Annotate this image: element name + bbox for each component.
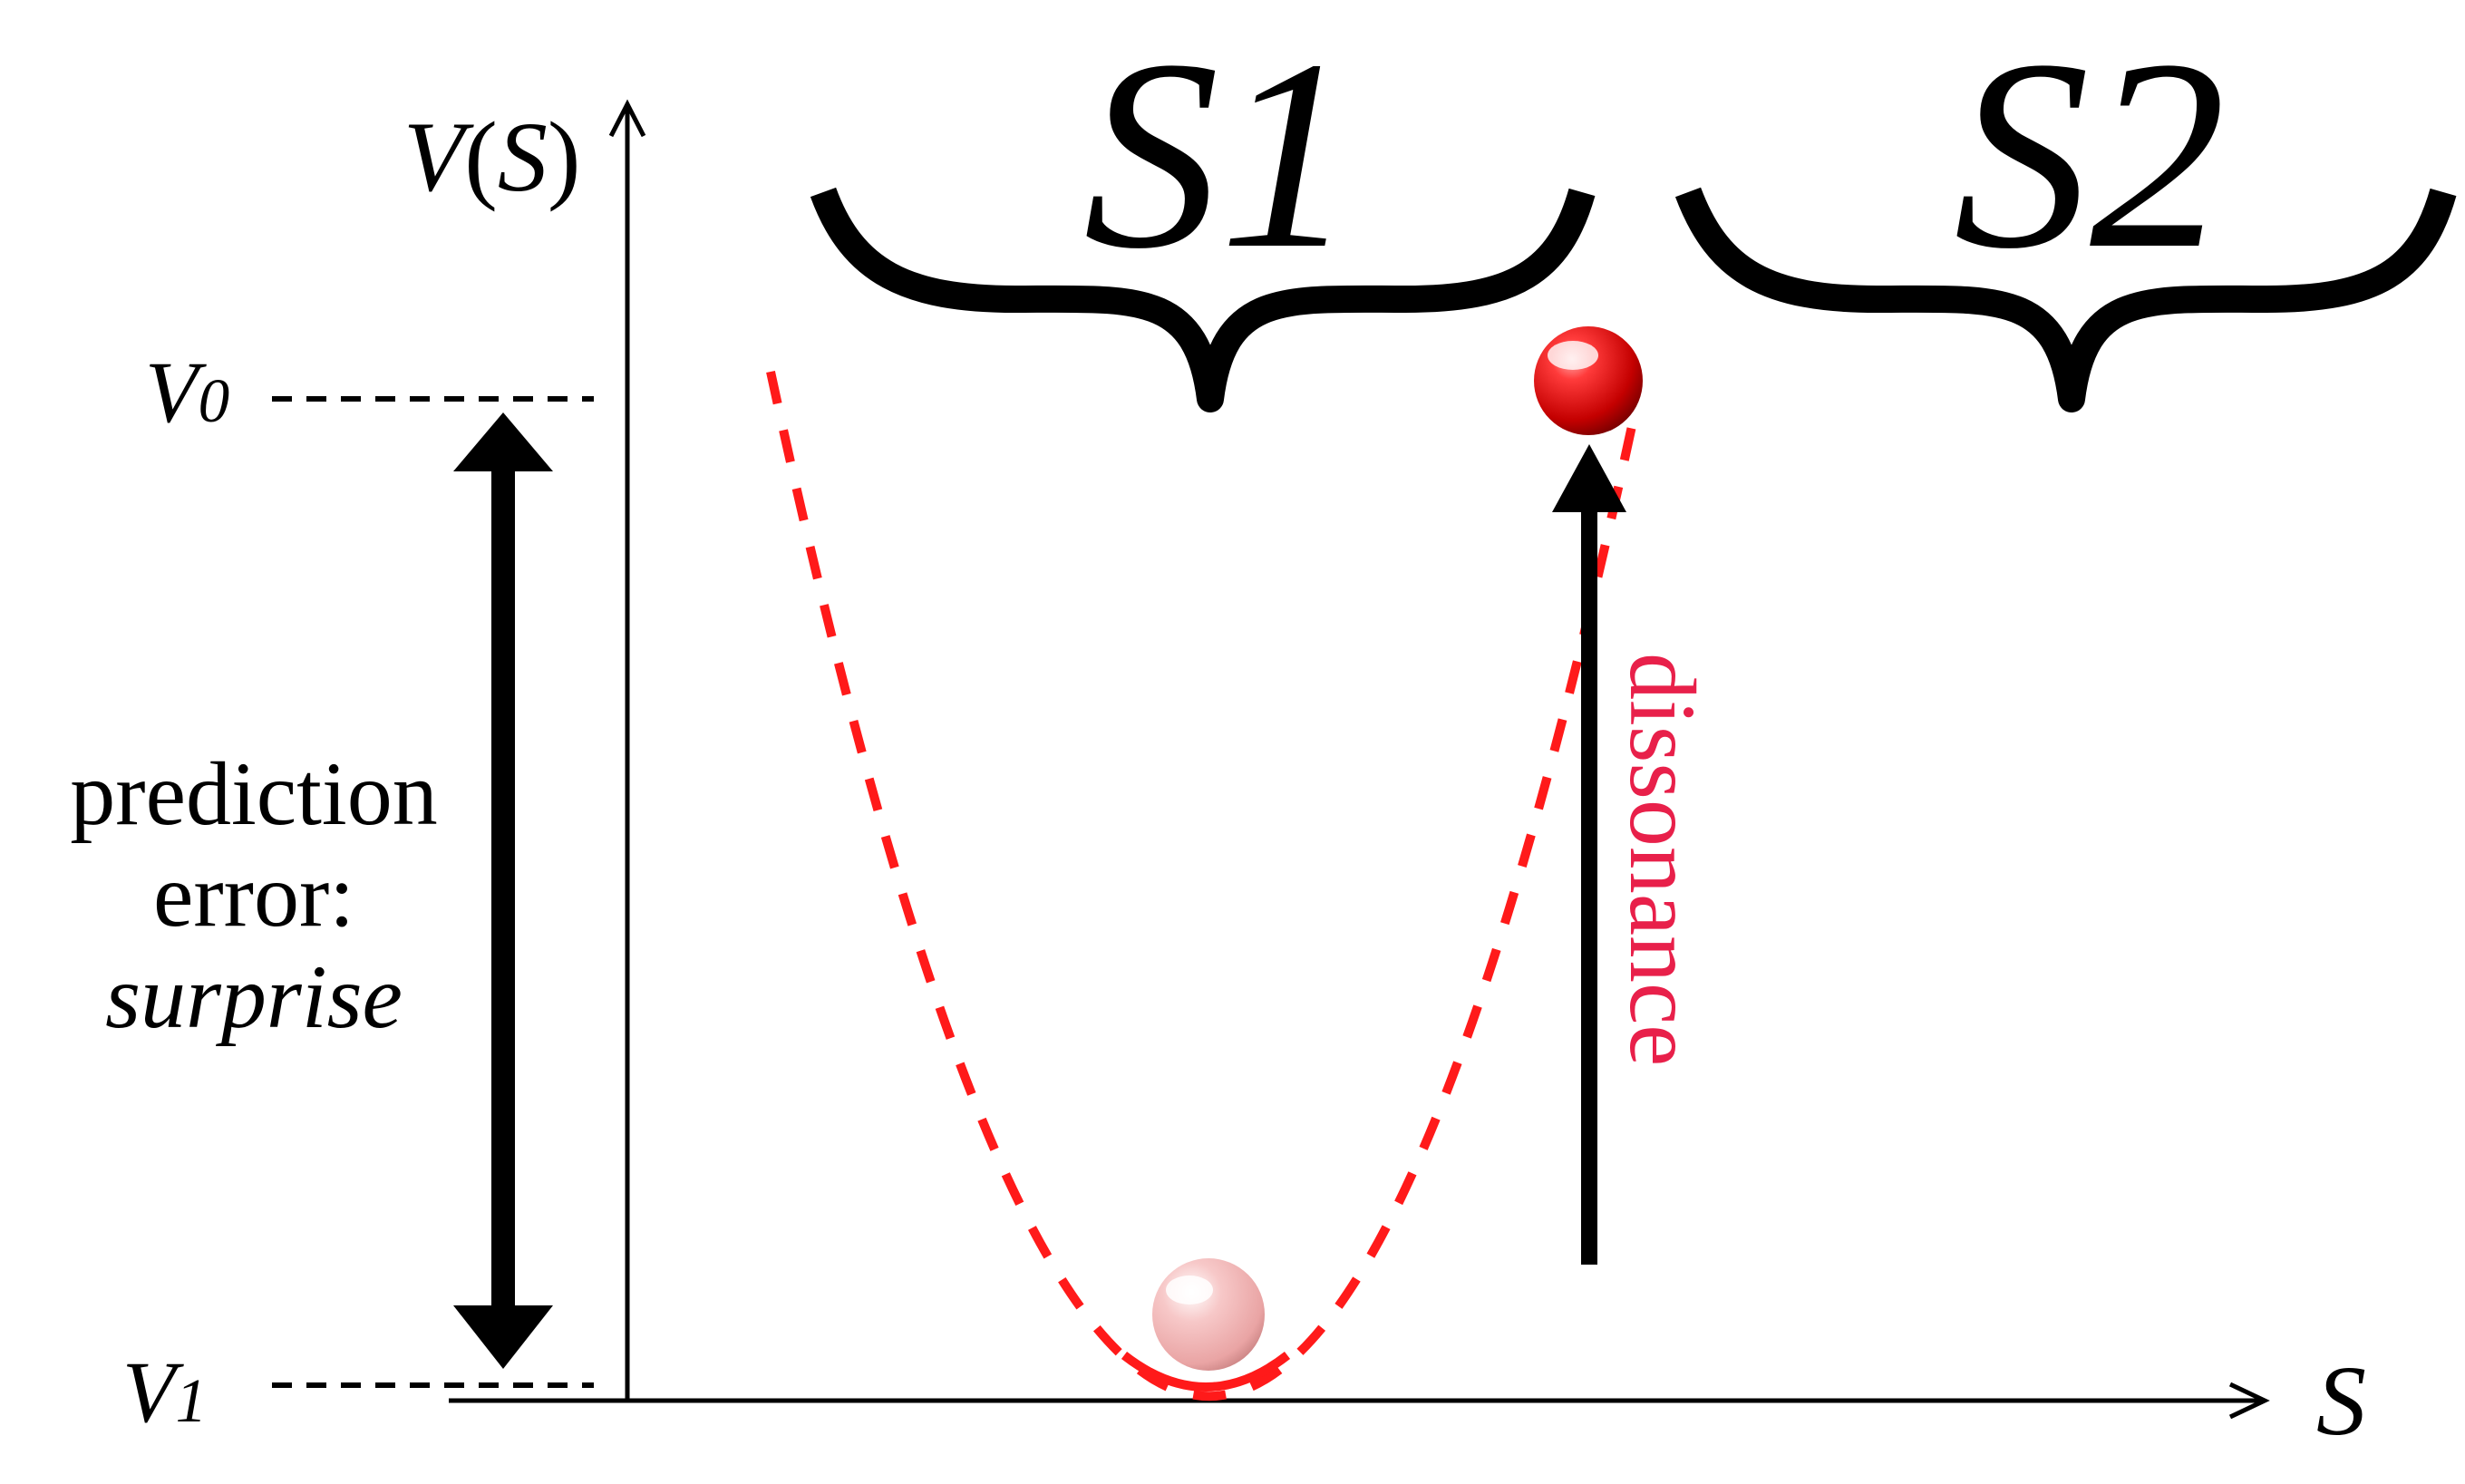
state-s2-label: S2 — [1954, 4, 2226, 305]
dissonance-arrowhead — [1552, 444, 1626, 512]
ball-high — [1534, 326, 1643, 435]
prediction-error-line3: surprise — [105, 946, 403, 1047]
ball-high-highlight — [1548, 341, 1598, 370]
y-axis-arrowhead — [608, 99, 646, 138]
v1-label: V1 — [122, 1343, 208, 1440]
ball-low-highlight — [1166, 1275, 1213, 1305]
state-s1-label: S1 — [1083, 4, 1355, 305]
prediction-error-line2: error: — [152, 845, 355, 946]
well-bottom-solid — [1121, 1352, 1291, 1392]
x-axis-arrowhead — [2228, 1382, 2270, 1420]
v0-label: V0 — [145, 344, 230, 441]
dissonance-label: dissonance — [1610, 653, 1714, 1067]
s1-brace — [810, 187, 1596, 412]
prediction-error-line1: prediction — [70, 743, 438, 844]
s2-brace — [1674, 187, 2457, 412]
x-axis-label: S — [2316, 1345, 2366, 1456]
ball-low — [1152, 1258, 1265, 1371]
potential-well-curve — [766, 370, 1636, 1401]
prediction-error-arrowhead-top — [453, 412, 553, 471]
y-axis-label: V(S) — [403, 102, 581, 212]
prediction-error-arrowhead-bottom — [453, 1305, 553, 1369]
prediction-error-label: prediction error: surprise — [0, 743, 508, 1048]
